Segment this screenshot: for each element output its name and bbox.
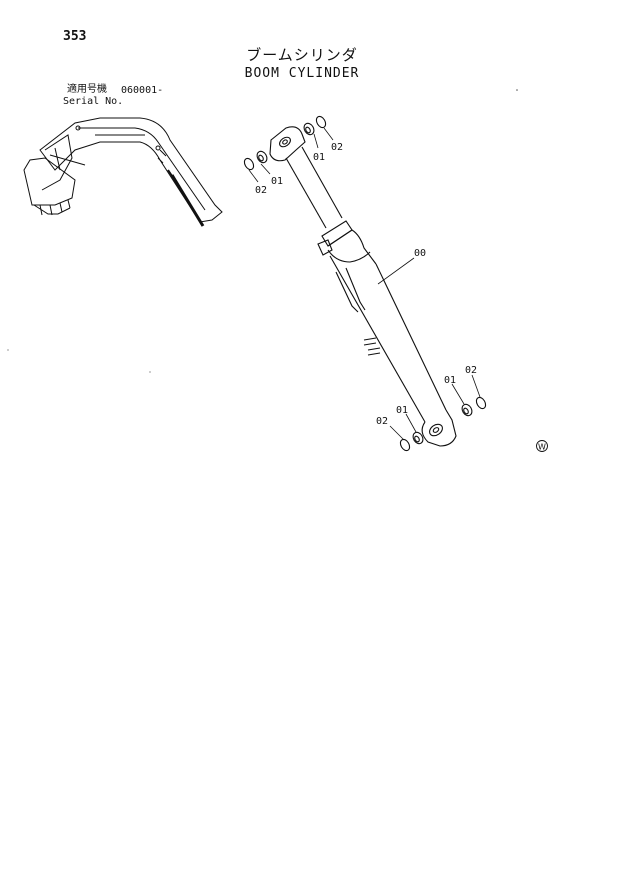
- page-number: 353: [63, 29, 87, 44]
- callout-01-bottom-left: 01: [396, 405, 408, 416]
- leader-lines: [248, 127, 481, 441]
- page-title-jp: ブームシリンダ: [246, 47, 358, 64]
- excavator-locator-thumbnail: [23, 117, 223, 227]
- page-title-en: BOOM CYLINDER: [244, 66, 360, 81]
- bottom-right-bushing: [461, 403, 473, 417]
- circled-w-mark: W: [536, 440, 548, 452]
- callout-02-top-left: 02: [255, 185, 267, 196]
- bottom-left-bushing: [412, 431, 424, 445]
- callout-02-bottom-right: 02: [465, 365, 477, 376]
- serial-label-jp: 適用号機: [67, 84, 107, 95]
- circled-w-letter: W: [538, 443, 546, 452]
- callout-01-top-right: 01: [313, 152, 325, 163]
- top-bushing-and-seals: [243, 115, 327, 171]
- serial-value: 060001-: [121, 85, 164, 96]
- callout-01-top-left: 01: [271, 176, 283, 187]
- scan-specks: [7, 89, 518, 373]
- bottom-left-seal: [399, 438, 411, 452]
- bottom-right-seal: [475, 396, 487, 410]
- callout-02-bottom-left: 02: [376, 416, 388, 427]
- callout-00-cylinder: 00: [414, 248, 426, 259]
- boom-cylinder-assembly: [269, 126, 457, 447]
- bottom-bushing-and-seals: [399, 396, 487, 452]
- callout-02-top-right: 02: [331, 142, 343, 153]
- serial-label-en: Serial No.: [63, 96, 124, 107]
- top-left-bushing: [256, 150, 268, 164]
- top-left-seal: [243, 157, 255, 171]
- callout-labels: 01 02 01 02 00 01 02 01 02: [255, 142, 477, 427]
- top-right-bushing: [303, 122, 315, 136]
- callout-01-bottom-right: 01: [444, 375, 456, 386]
- top-right-seal: [315, 115, 327, 129]
